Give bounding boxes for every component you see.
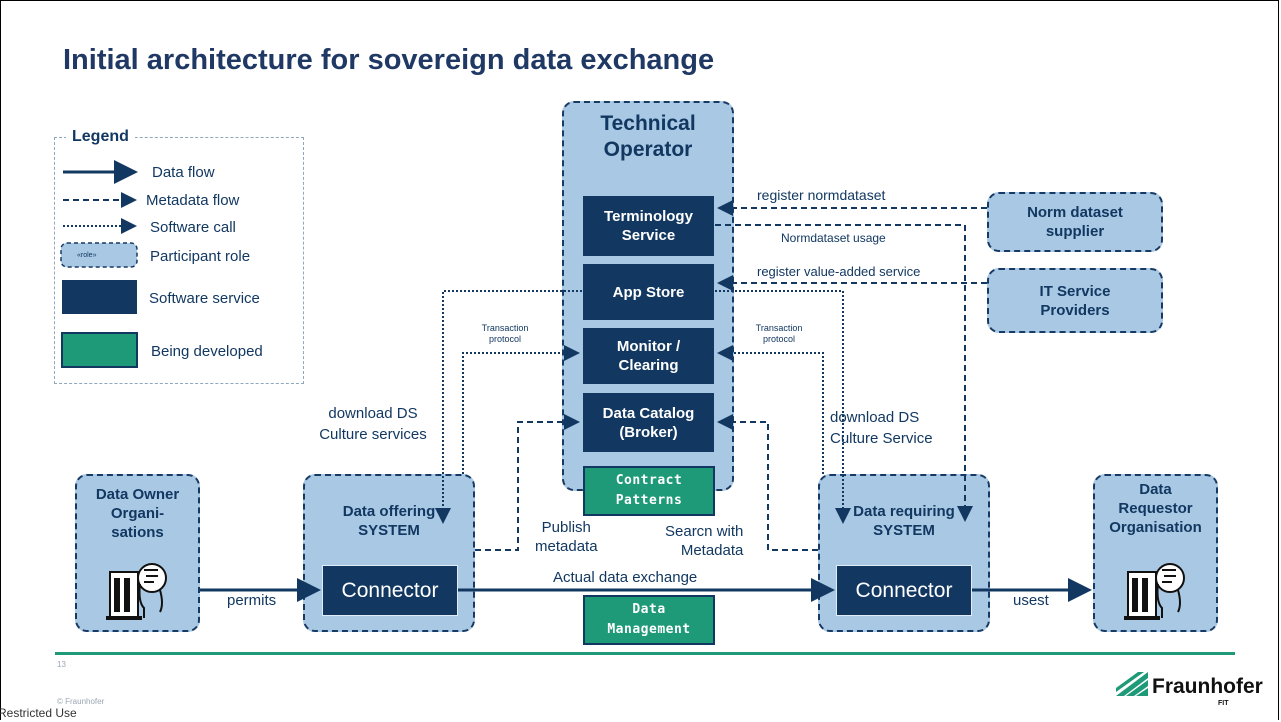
fraunhofer-logo-icon [1116, 672, 1148, 696]
register-value-added-label: register value-added service [757, 264, 921, 279]
usest-label: usest [1013, 592, 1049, 609]
transaction-right-call [717, 345, 824, 474]
register-normdataset-label: register normdataset [757, 187, 886, 203]
organisation-building-icon [106, 563, 167, 620]
page-number: 13 [57, 660, 66, 669]
permits-label: permits [227, 592, 277, 609]
footer-divider [55, 652, 1235, 655]
legend-item-software-call: Software call [150, 219, 236, 236]
legend-box [54, 137, 304, 384]
fraunhofer-logo-sub: FIT [1218, 700, 1229, 707]
publish-metadata-flow [475, 414, 580, 551]
download-right-call [715, 290, 851, 524]
requiring-connector: Connector [836, 565, 972, 616]
legend-item-software-service: Software service [149, 290, 260, 307]
slide-title: Initial architecture for sovereign data … [63, 44, 715, 76]
fraunhofer-logo-text: Fraunhofer [1152, 675, 1263, 698]
legend-item-data-flow: Data flow [152, 164, 215, 181]
normdataset-usage-label: Normdataset usage [781, 231, 886, 245]
legend-software-swatch [62, 280, 137, 314]
norm-dataset-supplier-role [987, 192, 1163, 252]
legend-developed-swatch [61, 332, 138, 368]
search-metadata-flow [717, 414, 818, 551]
monitor-clearing-service: Monitor /Clearing [582, 327, 715, 385]
restricted-use-label: Restricted Use [0, 706, 77, 720]
legend-title: Legend [66, 128, 135, 146]
it-service-providers-role [987, 268, 1163, 333]
legend-item-participant-role: Participant role [150, 248, 251, 265]
copyright: © Fraunhofer [57, 697, 105, 706]
legend-symbols [60, 160, 138, 368]
legend-item-metadata-flow: Metadata flow [146, 192, 240, 209]
legend-role-swatch [60, 242, 138, 268]
legend-role-tag: «role» [77, 252, 97, 259]
app-store-service: App Store [582, 263, 715, 321]
actual-data-exchange-label: Actual data exchange [553, 569, 698, 586]
download-left-call [435, 290, 582, 524]
norm-usage-flow [715, 224, 973, 522]
offering-connector: Connector [322, 565, 458, 616]
transaction-left-call [462, 345, 580, 474]
requestor-building-icon [1124, 563, 1185, 620]
data-catalog-service: Data Catalog(Broker) [582, 392, 715, 453]
legend-item-being-developed: Being developed [151, 343, 263, 360]
